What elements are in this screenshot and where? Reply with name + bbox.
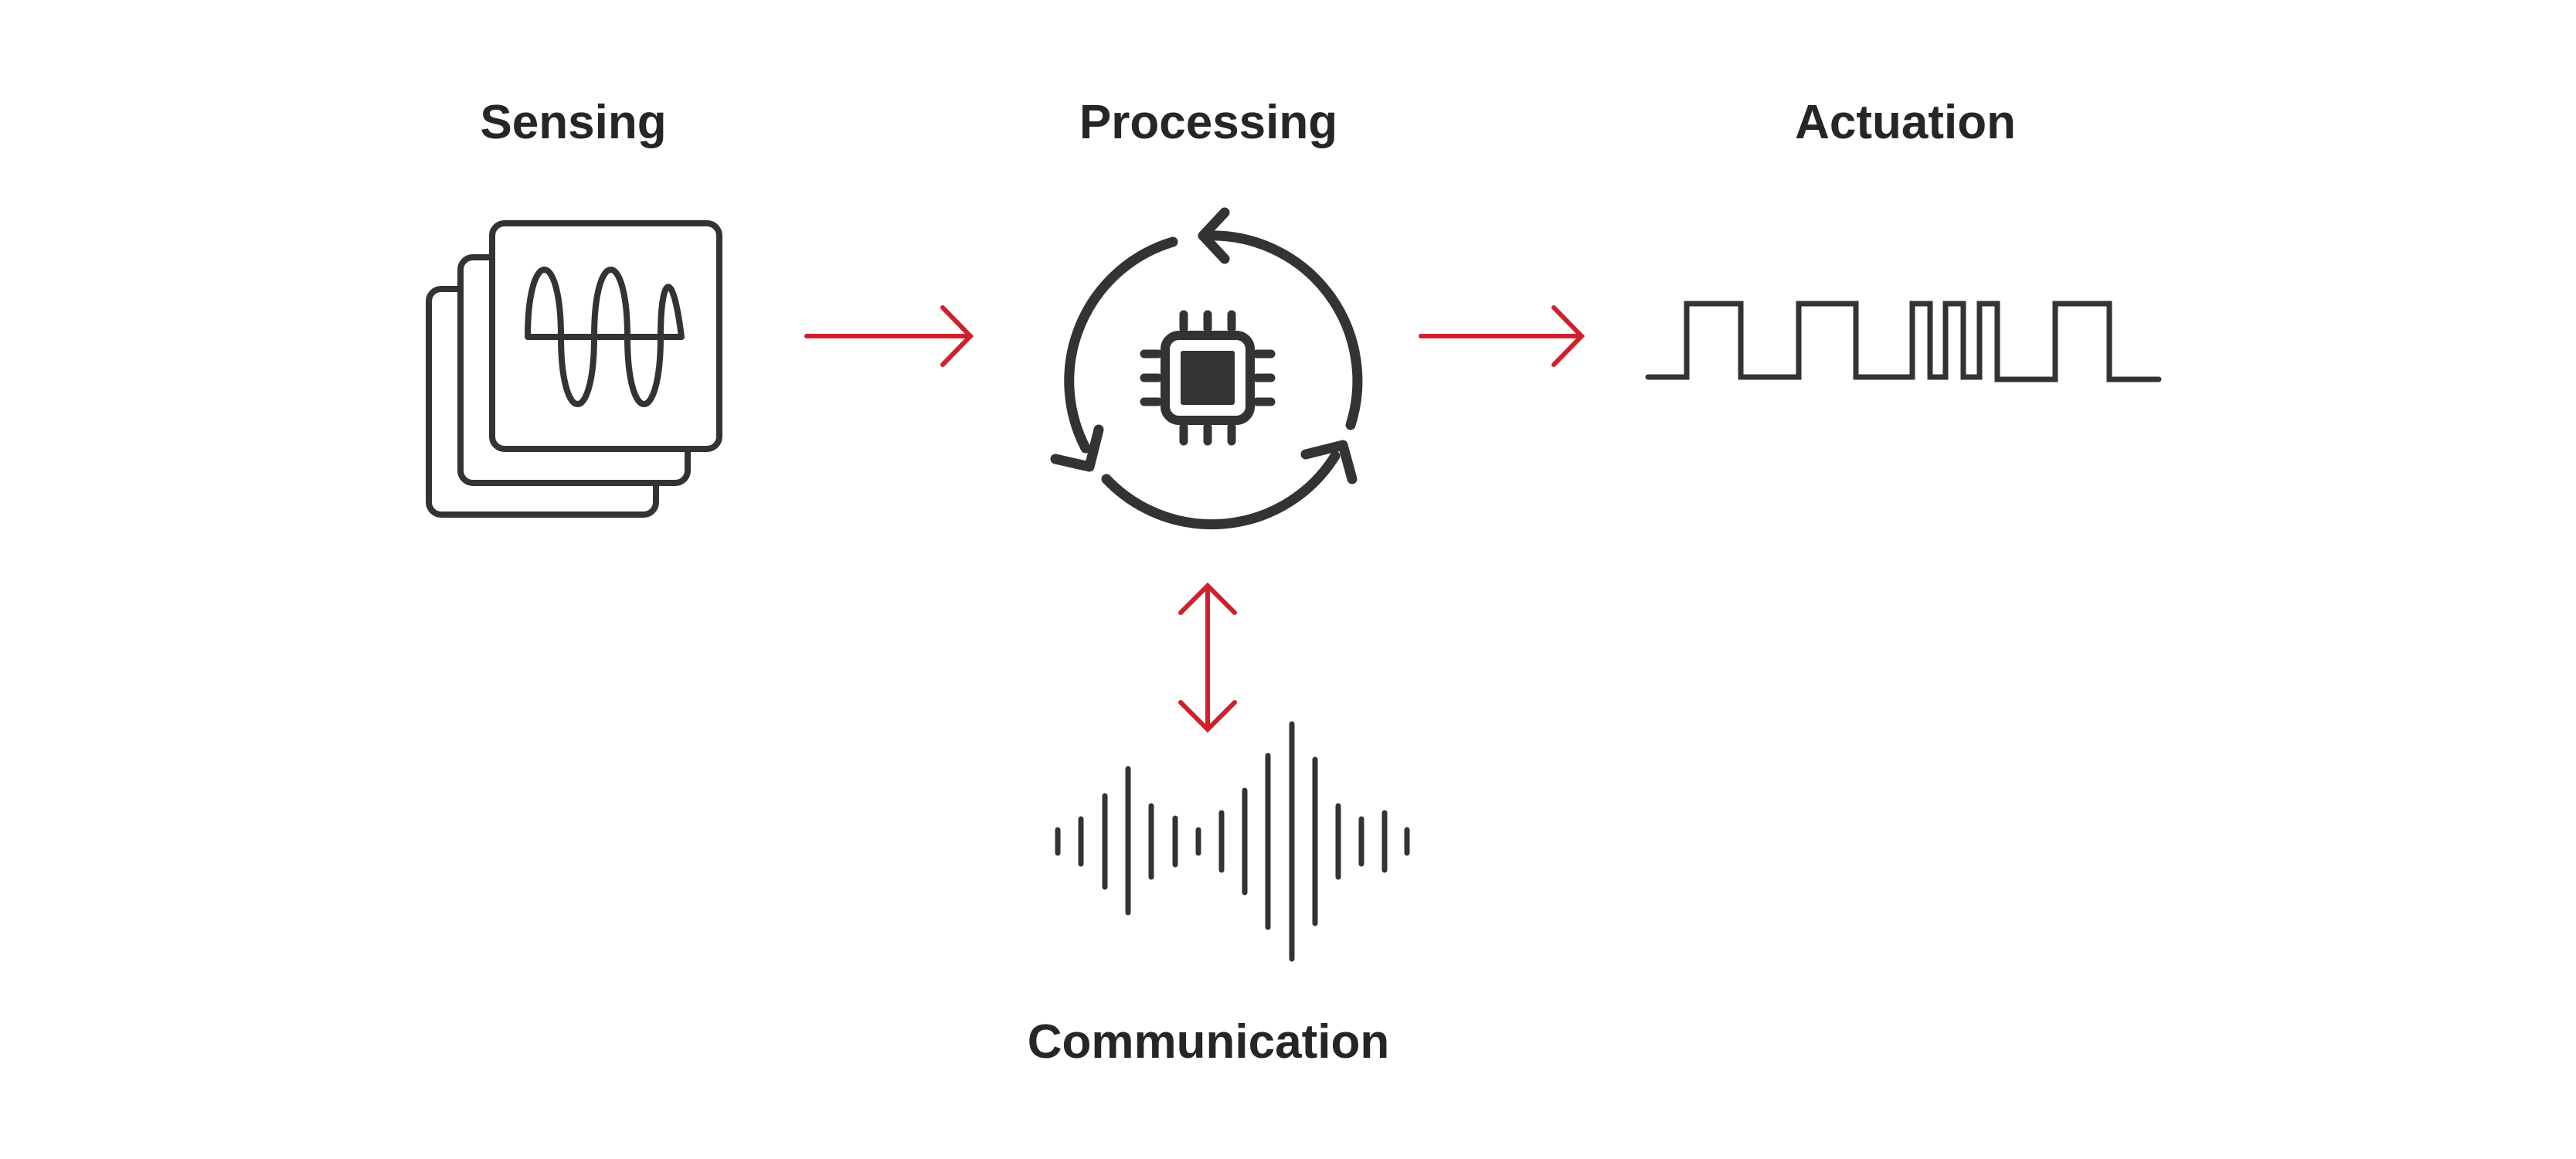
sensing-label: Sensing	[480, 96, 667, 149]
actuation-label: Actuation	[1795, 96, 2016, 149]
processing-label: Processing	[1079, 96, 1338, 149]
arrow-sensing-to-processing	[804, 305, 974, 367]
arrow-processing-to-actuation	[1419, 305, 1585, 367]
communication-label: Communication	[1027, 1015, 1390, 1069]
cpu-cycle-icon	[1050, 207, 1363, 530]
sound-wave-icon	[1055, 721, 1410, 962]
sensor-waveform-icon	[426, 220, 722, 518]
arrow-processing-communication	[1178, 582, 1237, 733]
pulse-signal-icon	[1645, 301, 2162, 382]
